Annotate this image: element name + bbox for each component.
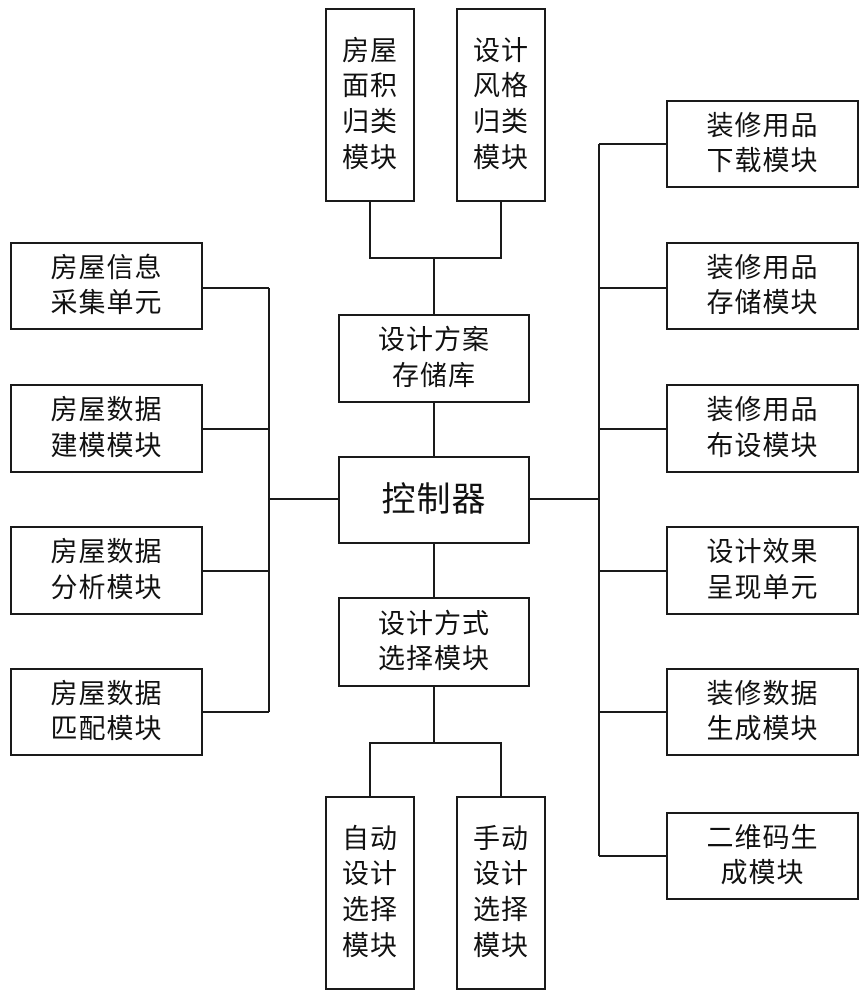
auto-design-selection-module: 自动 设计 选择 模块 bbox=[325, 796, 415, 990]
decoration-data-generation-module: 装修数据 生成模块 bbox=[666, 668, 859, 756]
house-data-analysis-module: 房屋数据 分析模块 bbox=[10, 526, 203, 615]
manual-design-selection-module: 手动 设计 选择 模块 bbox=[456, 796, 546, 990]
design-effect-presentation-unit: 设计效果 呈现单元 bbox=[666, 526, 859, 615]
decoration-supply-layout-module: 装修用品 布设模块 bbox=[666, 384, 859, 473]
controller: 控制器 bbox=[338, 456, 530, 544]
house-area-classification-module: 房屋 面积 归类 模块 bbox=[325, 8, 415, 202]
design-scheme-repository: 设计方案 存储库 bbox=[338, 314, 530, 403]
decoration-supply-download-module: 装修用品 下载模块 bbox=[666, 100, 859, 188]
house-data-modeling-module: 房屋数据 建模模块 bbox=[10, 384, 203, 473]
house-info-collection-unit: 房屋信息 采集单元 bbox=[10, 242, 203, 330]
qr-code-generation-module: 二维码生 成模块 bbox=[666, 812, 859, 900]
decoration-supply-storage-module: 装修用品 存储模块 bbox=[666, 242, 859, 330]
house-data-matching-module: 房屋数据 匹配模块 bbox=[10, 668, 203, 756]
design-style-classification-module: 设计 风格 归类 模块 bbox=[456, 8, 546, 202]
design-mode-selection-module: 设计方式 选择模块 bbox=[338, 597, 530, 687]
